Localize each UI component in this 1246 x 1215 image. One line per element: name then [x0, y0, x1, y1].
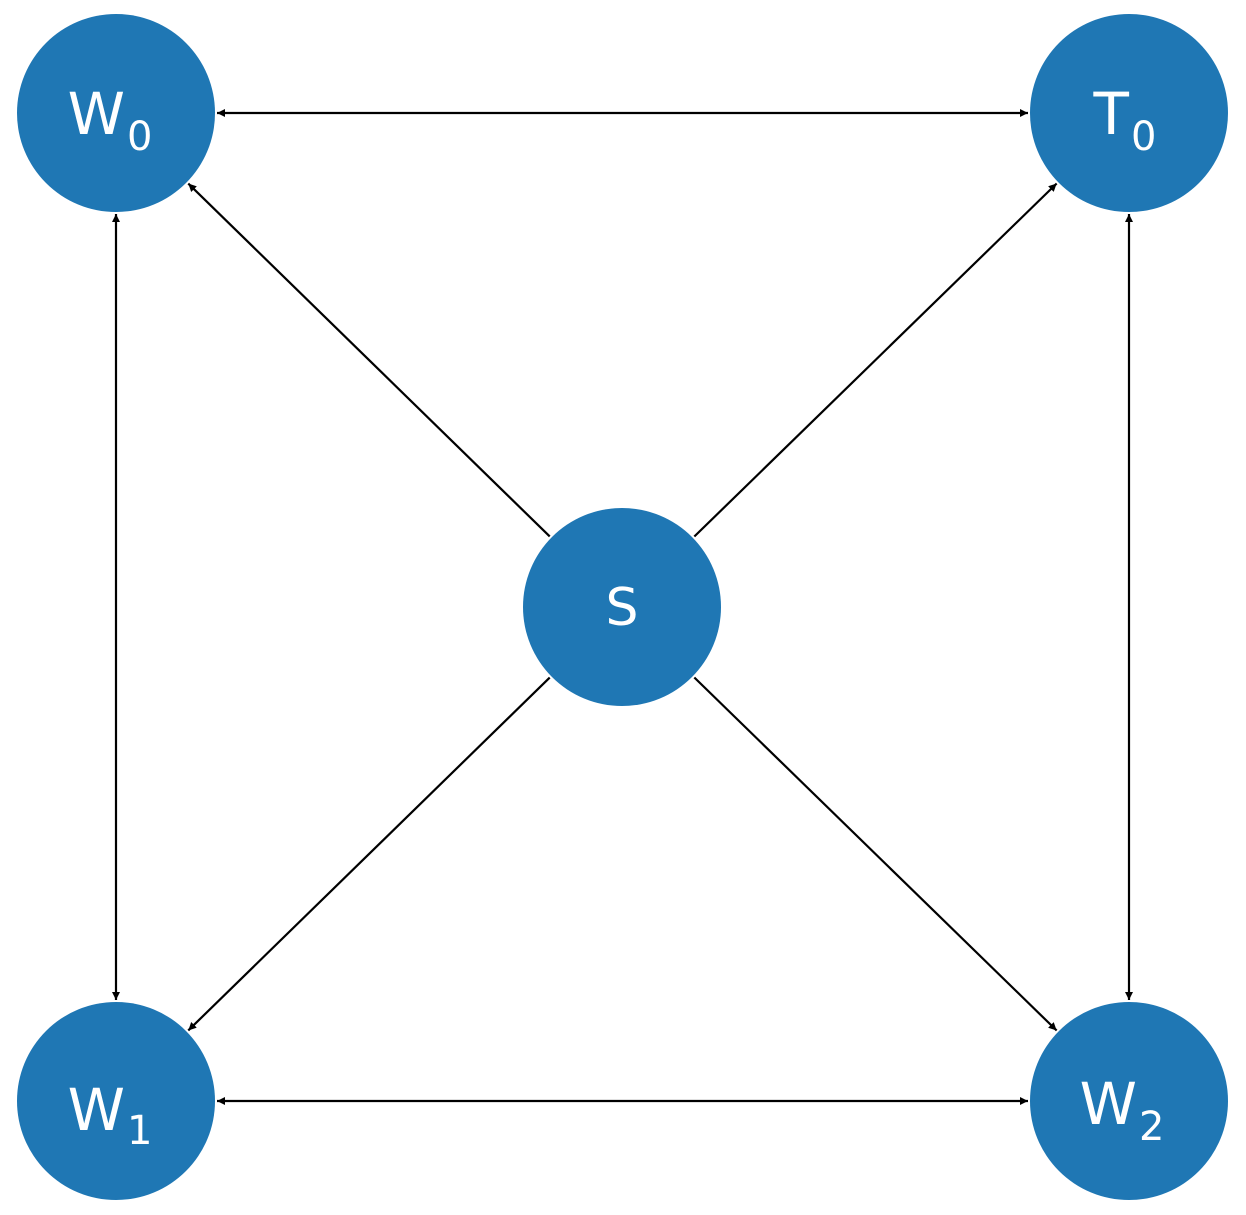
node-t0-circle — [1030, 14, 1228, 212]
node-w1: W1 — [17, 1002, 215, 1200]
node-t0-base: T — [1093, 80, 1130, 148]
node-s: S — [523, 508, 721, 706]
node-t0: T0 — [1030, 14, 1228, 212]
nodes-layer: W0 T0 S W1 W2 — [17, 14, 1228, 1200]
node-w2-circle — [1030, 1002, 1228, 1200]
node-w1-circle — [17, 1002, 215, 1200]
node-w1-subscript: 1 — [127, 1108, 152, 1154]
node-w0-base: W — [68, 80, 125, 148]
node-w1-base: W — [68, 1076, 125, 1144]
node-w0-subscript: 0 — [127, 114, 152, 160]
node-w2-subscript: 2 — [1139, 1104, 1164, 1150]
node-s-label: S — [605, 578, 638, 638]
edge-s-t0 — [693, 182, 1058, 538]
edges-layer — [112, 109, 1133, 1105]
node-w2-base: W — [1080, 1070, 1137, 1138]
node-t0-subscript: 0 — [1131, 114, 1156, 160]
node-w0-circle — [17, 14, 215, 212]
node-t0-label: T0 — [1093, 80, 1157, 160]
node-w2-label: W2 — [1080, 1070, 1165, 1150]
node-w2: W2 — [1030, 1002, 1228, 1200]
node-w1-label: W1 — [68, 1076, 153, 1154]
edge-s-w1 — [187, 676, 551, 1032]
node-w0: W0 — [17, 14, 215, 212]
edge-s-w0 — [187, 182, 551, 538]
node-s-base: S — [605, 578, 638, 638]
node-w0-label: W0 — [68, 80, 153, 160]
node-s-circle — [523, 508, 721, 706]
edge-s-w2 — [693, 676, 1058, 1032]
